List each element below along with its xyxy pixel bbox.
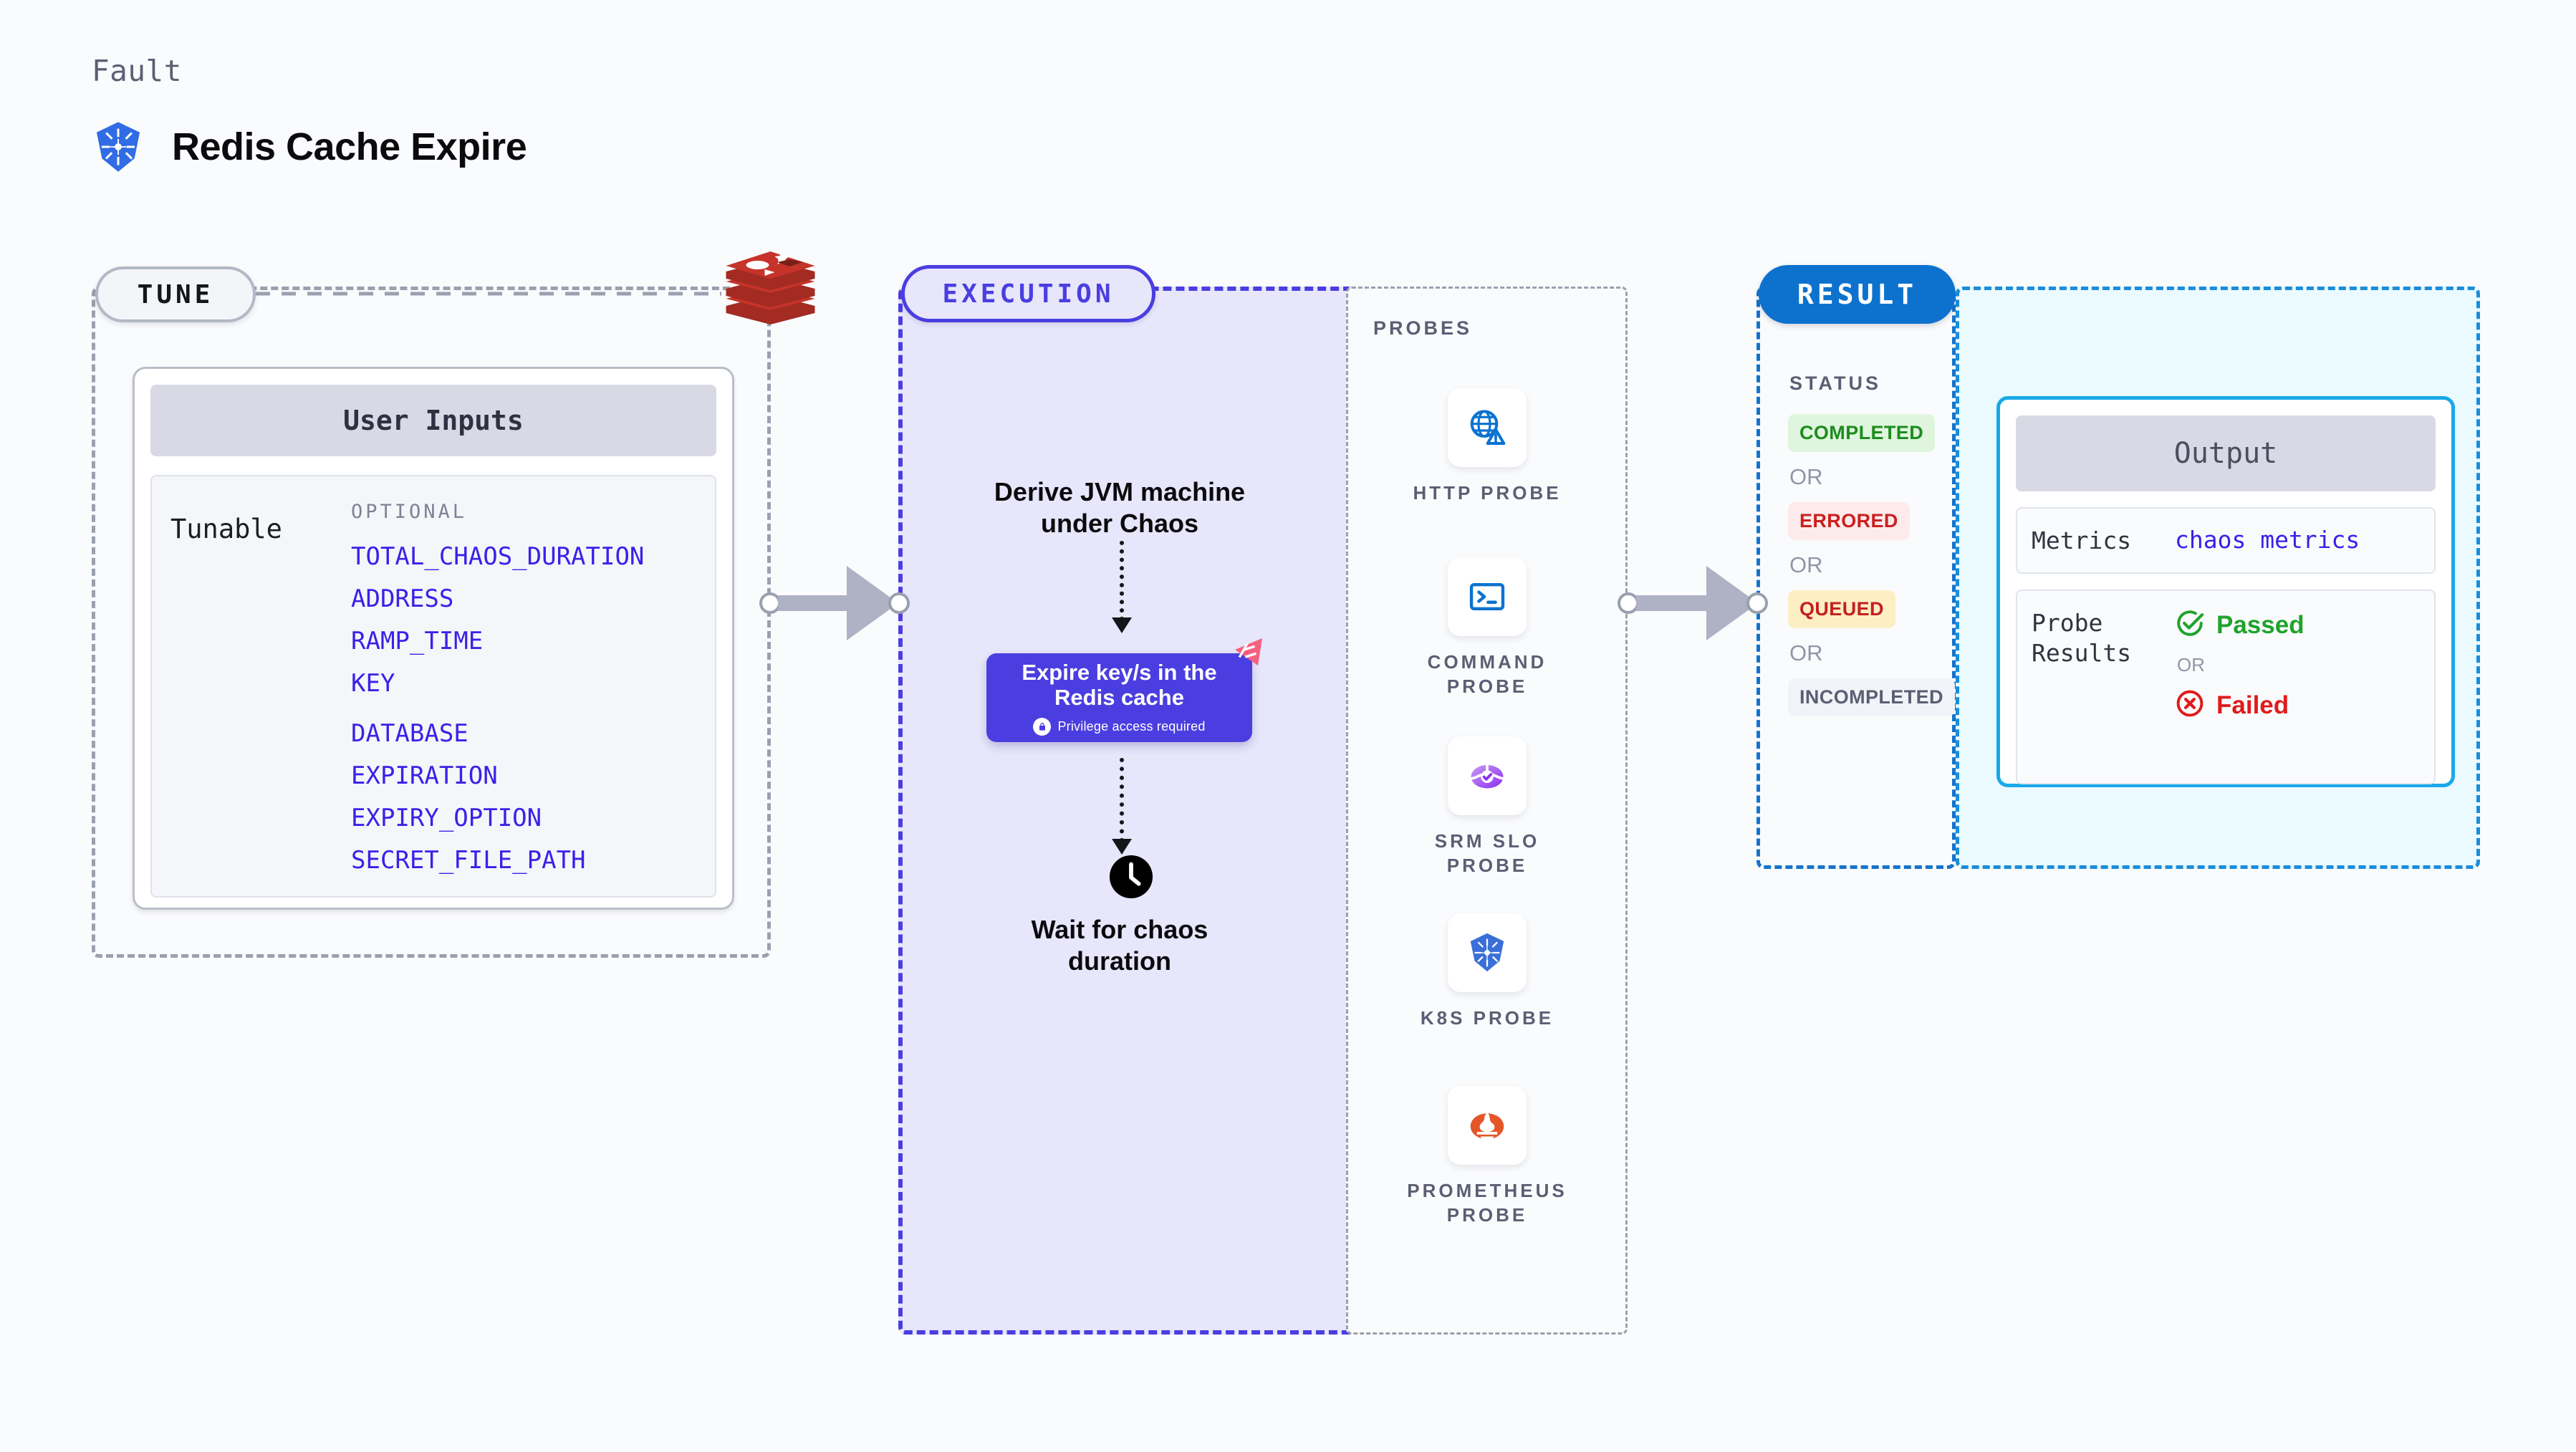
tunable-item[interactable]: KEY bbox=[351, 669, 395, 698]
execution-stage-label[interactable]: EXECUTION bbox=[901, 265, 1155, 322]
metrics-value[interactable]: chaos metrics bbox=[2175, 526, 2360, 554]
tunable-item[interactable]: SECRET_FILE_PATH bbox=[351, 846, 586, 875]
srm-slo-icon bbox=[1448, 736, 1527, 815]
exec-arrow-1 bbox=[1120, 541, 1124, 621]
probe-results-values: Passed OR Failed bbox=[2175, 608, 2305, 766]
privilege-note: Privilege access required bbox=[1033, 718, 1205, 736]
metrics-label: Metrics bbox=[2032, 527, 2132, 554]
probes-title: PROBES bbox=[1373, 317, 1473, 339]
result-stage-label[interactable]: RESULT bbox=[1759, 265, 1956, 324]
exec-arrow-1-head bbox=[1112, 617, 1132, 633]
tunable-item[interactable]: EXPIRATION bbox=[351, 761, 498, 790]
or-label: OR bbox=[2177, 654, 2205, 676]
probe-result-passed: Passed bbox=[2175, 608, 2305, 642]
tunable-item[interactable]: ADDRESS bbox=[351, 585, 454, 613]
harness-icon bbox=[1228, 634, 1269, 675]
redis-icon bbox=[719, 250, 822, 324]
kubernetes-icon bbox=[92, 120, 145, 173]
output-title: Output bbox=[2016, 415, 2436, 491]
or-label: OR bbox=[1789, 464, 1823, 489]
tunable-item[interactable]: RAMP_TIME bbox=[351, 627, 484, 655]
optional-header: OPTIONAL bbox=[351, 501, 468, 523]
or-label: OR bbox=[1789, 640, 1823, 665]
check-circle-icon bbox=[2175, 608, 2205, 642]
terminal-icon bbox=[1448, 557, 1527, 636]
prometheus-icon bbox=[1448, 1086, 1527, 1165]
status-title: STATUS bbox=[1789, 372, 1881, 394]
fault-kicker: Fault bbox=[92, 54, 182, 88]
passed-label: Passed bbox=[2216, 610, 2305, 639]
failed-label: Failed bbox=[2216, 691, 2289, 719]
metrics-row: Metrics chaos metrics bbox=[2016, 507, 2436, 574]
x-circle-icon bbox=[2175, 688, 2205, 722]
tunable-optional-column: OPTIONAL TOTAL_CHAOS_DURATION ADDRESS RA… bbox=[351, 501, 696, 872]
kubernetes-icon bbox=[1448, 913, 1527, 992]
tunable-section: Tunable OPTIONAL TOTAL_CHAOS_DURATION AD… bbox=[150, 475, 716, 898]
status-badge: COMPLETED bbox=[1788, 414, 1936, 452]
probe-label: K8S PROBE bbox=[1420, 1007, 1554, 1029]
clock-icon bbox=[1109, 855, 1153, 899]
tunable-item[interactable]: TOTAL_CHAOS_DURATION bbox=[351, 542, 645, 571]
user-inputs-title: User Inputs bbox=[150, 385, 716, 456]
tunable-row-label: Tunable bbox=[170, 514, 282, 544]
probe-item-k8s[interactable]: K8S PROBE bbox=[1387, 913, 1587, 1031]
exec-arrow-2 bbox=[1120, 758, 1124, 842]
privilege-note-text: Privilege access required bbox=[1057, 719, 1206, 734]
tune-stage-label[interactable]: TUNE bbox=[95, 266, 256, 322]
globe-warning-icon bbox=[1448, 388, 1527, 467]
user-inputs-card: User Inputs Tunable OPTIONAL TOTAL_CHAOS… bbox=[133, 367, 734, 910]
tunable-item[interactable]: EXPIRY_OPTION bbox=[351, 804, 542, 832]
tune-stage-boundary bbox=[92, 287, 771, 958]
status-badge: INCOMPLETED bbox=[1788, 678, 1955, 716]
or-label: OR bbox=[1789, 552, 1823, 577]
fault-title-text: Redis Cache Expire bbox=[172, 125, 527, 168]
probe-item-http[interactable]: HTTP PROBE bbox=[1387, 388, 1587, 506]
lock-icon bbox=[1033, 718, 1052, 736]
status-badge: ERRORED bbox=[1788, 502, 1910, 540]
tunable-item[interactable]: DATABASE bbox=[351, 719, 468, 748]
probe-label: HTTP PROBE bbox=[1413, 482, 1562, 504]
page-title: Redis Cache Expire bbox=[92, 120, 527, 173]
status-list: COMPLETED OR ERRORED OR QUEUED OR INCOMP… bbox=[1788, 414, 1955, 716]
result-stage-boundary bbox=[1756, 287, 1956, 869]
status-badge: QUEUED bbox=[1788, 590, 1895, 628]
probe-result-failed: Failed bbox=[2175, 688, 2305, 722]
tune-pill-connector bbox=[256, 292, 721, 296]
exec-arrow-2-head bbox=[1112, 839, 1132, 855]
